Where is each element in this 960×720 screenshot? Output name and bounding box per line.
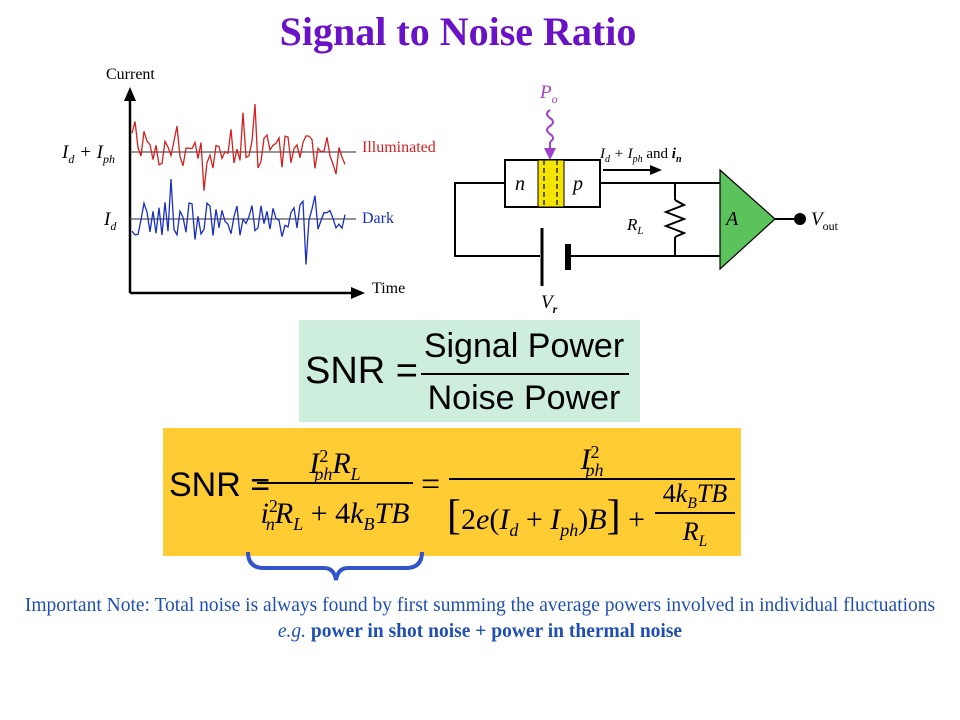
light-wave-icon — [546, 109, 554, 143]
snr-label: SNR — [305, 350, 386, 392]
snr-expression-label: SNR — [169, 466, 241, 504]
left-wire — [454, 182, 540, 257]
first-numerator: I2phRL — [309, 446, 361, 484]
p-label: p — [571, 173, 583, 195]
snr-definition-fraction: Signal Power Noise Power — [413, 324, 635, 420]
snr-expression-lhs: SNR = — [169, 466, 271, 504]
amplifier-label: A — [724, 208, 739, 230]
illuminated-noise-trace — [131, 103, 346, 191]
numerator-signal-power: Signal Power — [423, 327, 625, 365]
dark-noise-trace — [131, 178, 346, 265]
upper-level-label: Id + Iph — [61, 142, 115, 166]
note-bold: power in shot noise + power in thermal n… — [310, 621, 683, 642]
important-note: Important Note: Total noise is always fo… — [20, 593, 940, 645]
y-axis-label: Current — [106, 66, 155, 83]
n-label: n — [515, 173, 525, 195]
illuminated-label: Illuminated — [362, 139, 436, 156]
second-fraction-bar — [449, 478, 735, 480]
current-arrowhead-icon — [650, 165, 662, 175]
equals-sign: = — [421, 466, 441, 503]
bias-label: Vr — [541, 292, 558, 316]
note-eg: e.g. — [277, 621, 307, 642]
second-fraction: I2ph [2e(Id + Iph)B] + 4kBTB RL — [447, 432, 737, 550]
lower-level-label: Id — [103, 209, 117, 233]
first-fraction: I2phRL i2nRL + 4kBTB — [255, 436, 415, 534]
output-label: Vout — [811, 209, 839, 233]
dark-label: Dark — [362, 210, 394, 227]
x-axis-arrow — [351, 287, 365, 299]
noise-brace — [246, 551, 424, 581]
y-axis-arrow — [124, 87, 136, 101]
shot-noise-term: [2e(Id + Iph)B] + — [447, 493, 645, 540]
photodiode-circuit: Po n p Id + Iph and in Vr RL A Vout — [454, 82, 839, 316]
amplifier — [719, 168, 776, 271]
denominator-noise-power: Noise Power — [427, 379, 621, 417]
output-terminal — [794, 213, 806, 225]
load-resistor — [663, 199, 687, 238]
second-denominator: [2e(Id + Iph)B] + 4kBTB RL — [447, 478, 737, 550]
thermal-noise-fraction: 4kBTB RL — [655, 478, 735, 550]
x-axis-label: Time — [372, 280, 405, 297]
noise-plot: Current Time Id + Iph Id Illuminated Dar… — [61, 66, 436, 299]
depletion-region — [537, 159, 565, 208]
load-label: RL — [626, 215, 644, 237]
light-arrowhead-icon — [544, 148, 556, 160]
incident-power-label: Po — [539, 82, 558, 106]
first-fraction-bar — [257, 482, 413, 484]
current-label: Id + Iph and in — [599, 146, 682, 165]
snr-definition-lhs: SNR = — [305, 350, 418, 392]
second-numerator: I2ph — [580, 442, 604, 480]
page-title: Signal to Noise Ratio — [279, 9, 637, 54]
first-denominator: i2nRL + 4kBTB — [260, 496, 410, 534]
note-text: Important Note: Total noise is always fo… — [24, 595, 936, 616]
snr-definition-box: SNR = Signal Power Noise Power — [299, 320, 640, 422]
fraction-bar — [421, 373, 629, 375]
snr-expression-box: SNR = I2phRL i2nRL + 4kBTB = I2ph [2e(Id… — [163, 428, 741, 556]
